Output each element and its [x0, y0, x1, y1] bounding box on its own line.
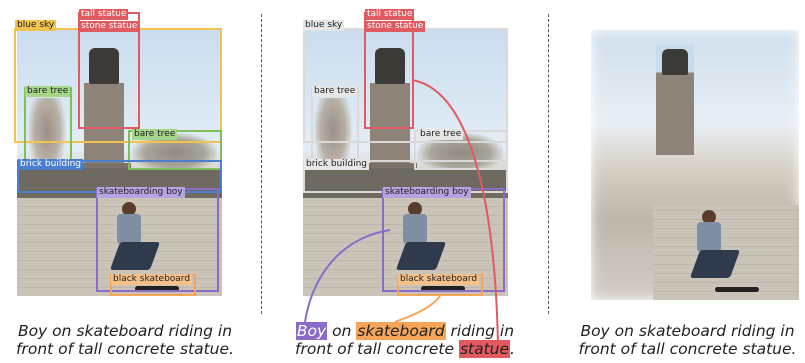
right-caption: Boy on skateboard riding in front of tal…	[565, 322, 805, 358]
right-caption-line1: Boy on skateboard riding in	[580, 322, 795, 340]
divider-1	[261, 14, 262, 314]
label-bare-tree-left: bare tree	[25, 86, 71, 97]
label-skateboarding-boy: skateboarding boy	[97, 187, 185, 198]
statue-figures	[375, 48, 405, 84]
label-skateboarding-boy: skateboarding boy	[383, 187, 471, 198]
caption-text: riding in	[445, 322, 515, 340]
caption-word-boy: Boy	[295, 322, 328, 340]
label-blue-sky: blue sky	[15, 20, 57, 31]
boy-head	[122, 202, 136, 216]
skateboard	[135, 286, 179, 291]
label-brick-building: brick building	[304, 159, 369, 170]
label-tall-statue: tall statue	[79, 9, 129, 20]
label-stone-statue: stone statue	[79, 21, 140, 32]
label-bare-tree-right: bare tree	[418, 129, 464, 140]
caption-text: on	[327, 322, 357, 340]
label-blue-sky: blue sky	[303, 20, 345, 31]
middle-caption-line2: front of tall concrete statue.	[275, 340, 535, 358]
label-black-skateboard: black skateboard	[398, 274, 480, 285]
left-caption-line1: Boy on skateboard riding in	[17, 322, 233, 340]
caption-word-skateboard: skateboard	[356, 322, 446, 340]
skateboard	[715, 287, 759, 292]
label-bare-tree-right: bare tree	[132, 129, 178, 140]
label-brick-building: brick building	[18, 159, 83, 170]
boy-legs	[689, 250, 741, 278]
label-bare-tree-left: bare tree	[312, 86, 358, 97]
connector-statue	[411, 79, 499, 346]
boy-head	[702, 210, 716, 224]
right-caption-line2: front of tall concrete statue.	[578, 340, 797, 358]
statue-figures	[662, 49, 688, 75]
caption-text: front of tall concrete	[295, 340, 459, 358]
caption-word-statue: statue	[458, 340, 511, 358]
boy-torso	[697, 222, 721, 252]
left-caption: Boy on skateboard riding in front of tal…	[0, 322, 255, 358]
connector-skateboard	[394, 295, 441, 323]
boy-head	[408, 202, 422, 216]
label-tall-statue: tall statue	[365, 9, 415, 20]
connector-boy	[304, 229, 391, 323]
skateboard	[421, 286, 465, 291]
middle-caption-line1: Boy on skateboard riding in	[275, 322, 535, 340]
statue-figures	[89, 48, 119, 84]
label-black-skateboard: black skateboard	[111, 274, 193, 285]
left-caption-line2: front of tall concrete statue.	[16, 340, 234, 358]
middle-caption: Boy on skateboard riding in front of tal…	[275, 322, 535, 358]
boy-torso	[403, 214, 427, 244]
divider-2	[548, 14, 549, 314]
statue-crop	[656, 45, 694, 155]
right-blurred-photo	[591, 30, 799, 300]
label-stone-statue: stone statue	[365, 21, 426, 32]
boy-torso	[117, 214, 141, 244]
caption-text: .	[510, 340, 515, 358]
boy-crop	[653, 205, 799, 300]
